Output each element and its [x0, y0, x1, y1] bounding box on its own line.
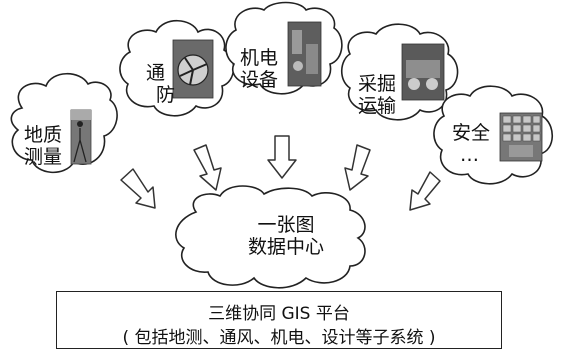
- mechanical-photo: [287, 21, 322, 87]
- arrow-mechanical: [267, 135, 297, 179]
- arrow-survey: [120, 168, 156, 209]
- platform-subtitle: ( 包括地测、通风、机电、设计等子系统 ): [122, 328, 436, 348]
- arrow-ventilation: [193, 144, 222, 191]
- source-label-ventilation: 通防: [146, 62, 176, 106]
- platform-title: 三维协同 GIS 平台: [208, 304, 350, 324]
- source-label-mining: 采掘运输: [358, 73, 397, 117]
- safety-monitor-wall-photo: [499, 112, 543, 162]
- platform-box: 三维协同 GIS 平台 ( 包括地测、通风、机电、设计等子系统 ): [56, 291, 502, 349]
- source-label-mechanical: 机电设备: [240, 47, 279, 91]
- cloud-data-center: [175, 185, 366, 289]
- source-label-safety: 安全…: [452, 122, 491, 166]
- arrow-mining: [344, 144, 371, 191]
- data-center-label: 一张图数据中心: [247, 214, 324, 258]
- source-label-survey: 地质测量: [24, 124, 63, 168]
- arrow-safety: [409, 171, 441, 211]
- mining-photo: [401, 43, 445, 101]
- ventilation-photo: [172, 39, 214, 99]
- survey-photo: [70, 109, 92, 165]
